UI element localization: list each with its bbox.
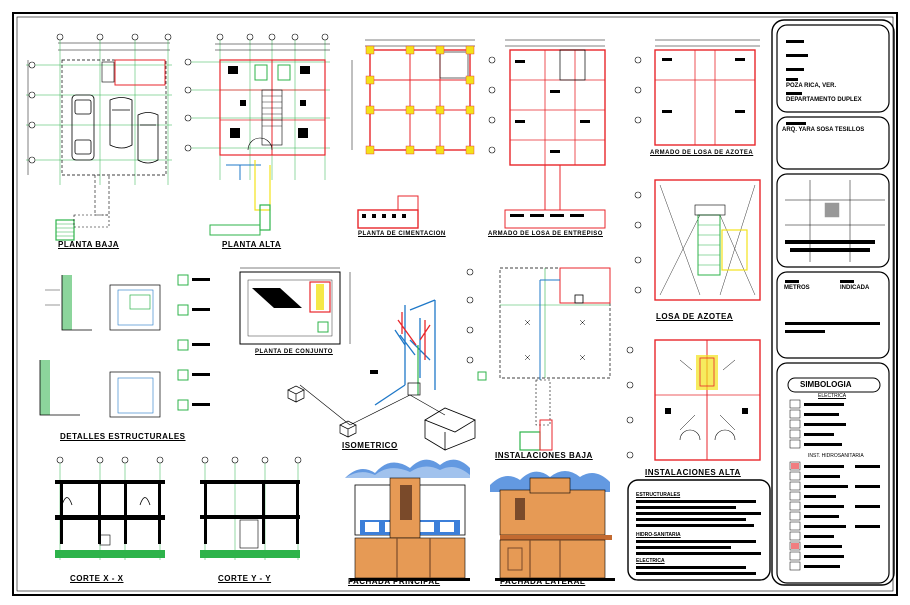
label-instalaciones-baja: INSTALACIONES BAJA (495, 451, 593, 460)
title-architect: ARQ. YARA SOSA TESILLOS (782, 127, 865, 133)
instalaciones-baja-drawing (466, 267, 611, 451)
symbology-hidrosanitaria: INST. HIDROSANITARIA (808, 453, 864, 459)
armado-losa-entrepiso-drawing (488, 39, 606, 229)
label-losa-azotea: LOSA DE AZOTEA (656, 312, 734, 321)
label-planta-alta: PLANTA ALTA (222, 240, 282, 249)
corte-y-drawing (200, 456, 302, 560)
corte-x-drawing (55, 456, 165, 560)
planta-baja-drawing (26, 33, 172, 241)
notes-electrica-heading: ELECTRICA (636, 558, 665, 564)
planta-cimentacion-drawing (351, 39, 475, 229)
isometrico-drawing (287, 299, 476, 451)
label-corte-x: CORTE X - X (70, 574, 124, 583)
fachada-lateral-drawing (490, 471, 615, 581)
title-location: POZA RICA, VER. (786, 83, 837, 89)
label-planta-cimentacion: PLANTA DE CIMENTACION (358, 231, 446, 237)
notes-text-bars (636, 500, 761, 575)
planta-alta-drawing (184, 33, 330, 236)
label-armado-losa-azotea: ARMADO DE LOSA DE AZOTEA (650, 150, 754, 156)
label-detalles-estructurales: DETALLES ESTRUCTURALES (60, 432, 186, 441)
symbology-title: SIMBOLOGIA (800, 380, 852, 389)
notes-estructurales-heading: ESTRUCTURALES (636, 492, 681, 498)
label-planta-conjunto: PLANTA DE CONJUNTO (255, 349, 333, 355)
notes-box (627, 479, 771, 581)
label-armado-losa-entrepiso: ARMADO DE LOSA DE ENTREPISO (488, 231, 603, 237)
label-instalaciones-alta: INSTALACIONES ALTA (645, 468, 741, 477)
armado-losa-azotea-drawing (634, 39, 760, 146)
fachada-principal-drawing (345, 459, 470, 581)
notes-hidrosanitaria-heading: HIDRO-SANITARIA (636, 532, 681, 538)
planta-conjunto-drawing (239, 267, 351, 345)
label-isometrico: ISOMETRICO (342, 441, 398, 450)
label-fachada-principal: FACHADA PRINCIPAL (348, 577, 441, 586)
title-units: METROS (784, 285, 810, 291)
losa-azotea-drawing (634, 179, 761, 301)
title-scale: INDICADA (840, 285, 870, 291)
label-fachada-lateral: FACHADA LATERAL (500, 577, 586, 586)
symbology-list (789, 399, 801, 571)
symbology-electrica: ELECTRICA (818, 393, 847, 399)
title-project: DEPARTAMENTO DUPLEX (786, 97, 862, 103)
instalaciones-alta-drawing (626, 339, 761, 461)
detalles-estructurales-drawing (39, 274, 210, 418)
label-planta-baja: PLANTA BAJA (58, 240, 120, 249)
label-corte-y: CORTE Y - Y (218, 574, 272, 583)
